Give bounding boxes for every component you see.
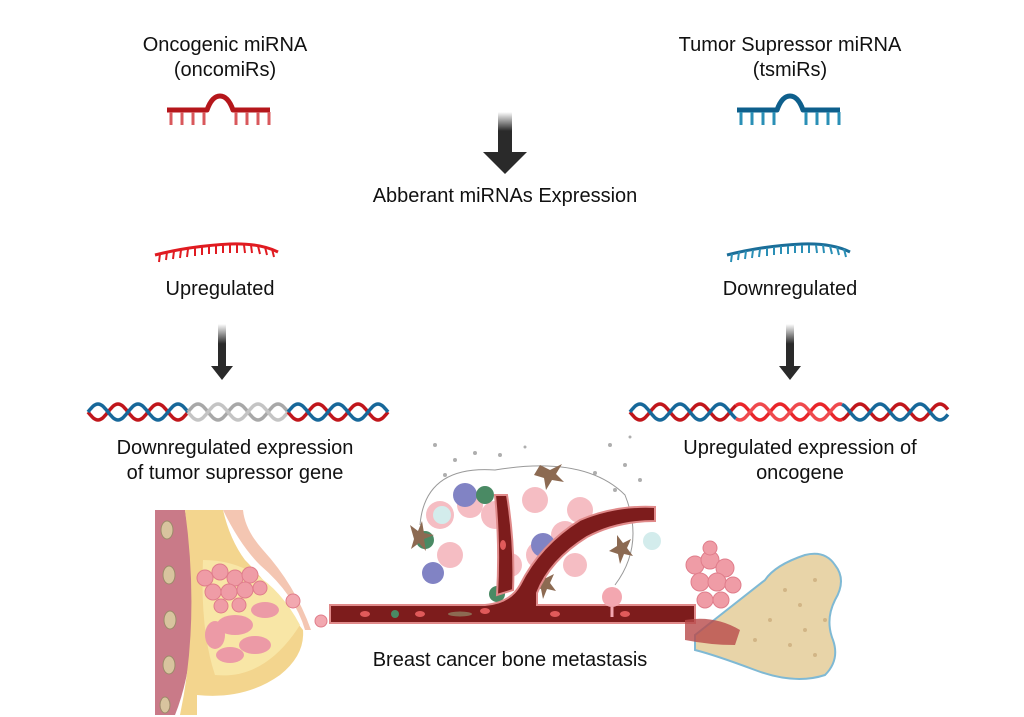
- blood-vessel-metastasis-illustration: [329, 435, 696, 624]
- right-result-line2: oncogene: [756, 462, 844, 484]
- left-result-label: Downregulated expression of tumor supres…: [80, 436, 390, 486]
- upregulated-mirna-strand-icon: [154, 242, 279, 263]
- center-down-arrow-icon: [483, 112, 527, 174]
- tsmir-hairpin-icon: [737, 93, 841, 125]
- left-result-line1: Downregulated expression: [116, 437, 354, 459]
- dna-strand: [286, 402, 390, 422]
- dna-strand: [186, 402, 290, 422]
- downregulated-mirna-strand-icon: [726, 242, 851, 263]
- dna-strand: [841, 402, 950, 422]
- breast-tumor-illustration: [155, 510, 328, 715]
- dna-strand: [286, 402, 390, 422]
- tsmir-title-line2: (tsmiRs): [752, 59, 828, 81]
- metastasis-caption: Breast cancer bone metastasis: [372, 649, 648, 671]
- dna-strand: [86, 402, 190, 422]
- right-result-line1: Upregulated expression of: [683, 437, 917, 459]
- oncomir-title: Oncogenic miRNA (oncomiRs): [100, 33, 350, 83]
- downregulated-label: Downregulated: [722, 278, 858, 300]
- tsmir-title: Tumor Supressor miRNA (tsmiRs): [640, 33, 940, 83]
- dna-strand: [628, 402, 738, 422]
- right-down-arrow-icon: [779, 324, 801, 380]
- left-result-line2: of tumor supressor gene: [126, 462, 344, 484]
- oncogene-dna-icon: [628, 402, 950, 422]
- dna-strand: [628, 402, 738, 422]
- tumor-suppressor-gene-dna-icon: [86, 402, 390, 422]
- bone-metastasis-illustration: [685, 540, 842, 680]
- left-down-arrow-icon: [211, 324, 233, 380]
- oncomir-title-line1: Oncogenic miRNA: [142, 34, 308, 56]
- tsmir-title-line1: Tumor Supressor miRNA: [678, 34, 902, 56]
- right-result-label: Upregulated expression of oncogene: [640, 436, 960, 486]
- oncomir-title-line2: (oncomiRs): [173, 59, 277, 81]
- aberrant-expression-label: Abberant miRNAs Expression: [372, 185, 638, 207]
- dna-strand: [735, 402, 843, 422]
- dna-strand: [186, 402, 290, 422]
- dna-strand: [86, 402, 190, 422]
- upregulated-label: Upregulated: [165, 278, 275, 300]
- oncomir-hairpin-icon: [167, 93, 271, 125]
